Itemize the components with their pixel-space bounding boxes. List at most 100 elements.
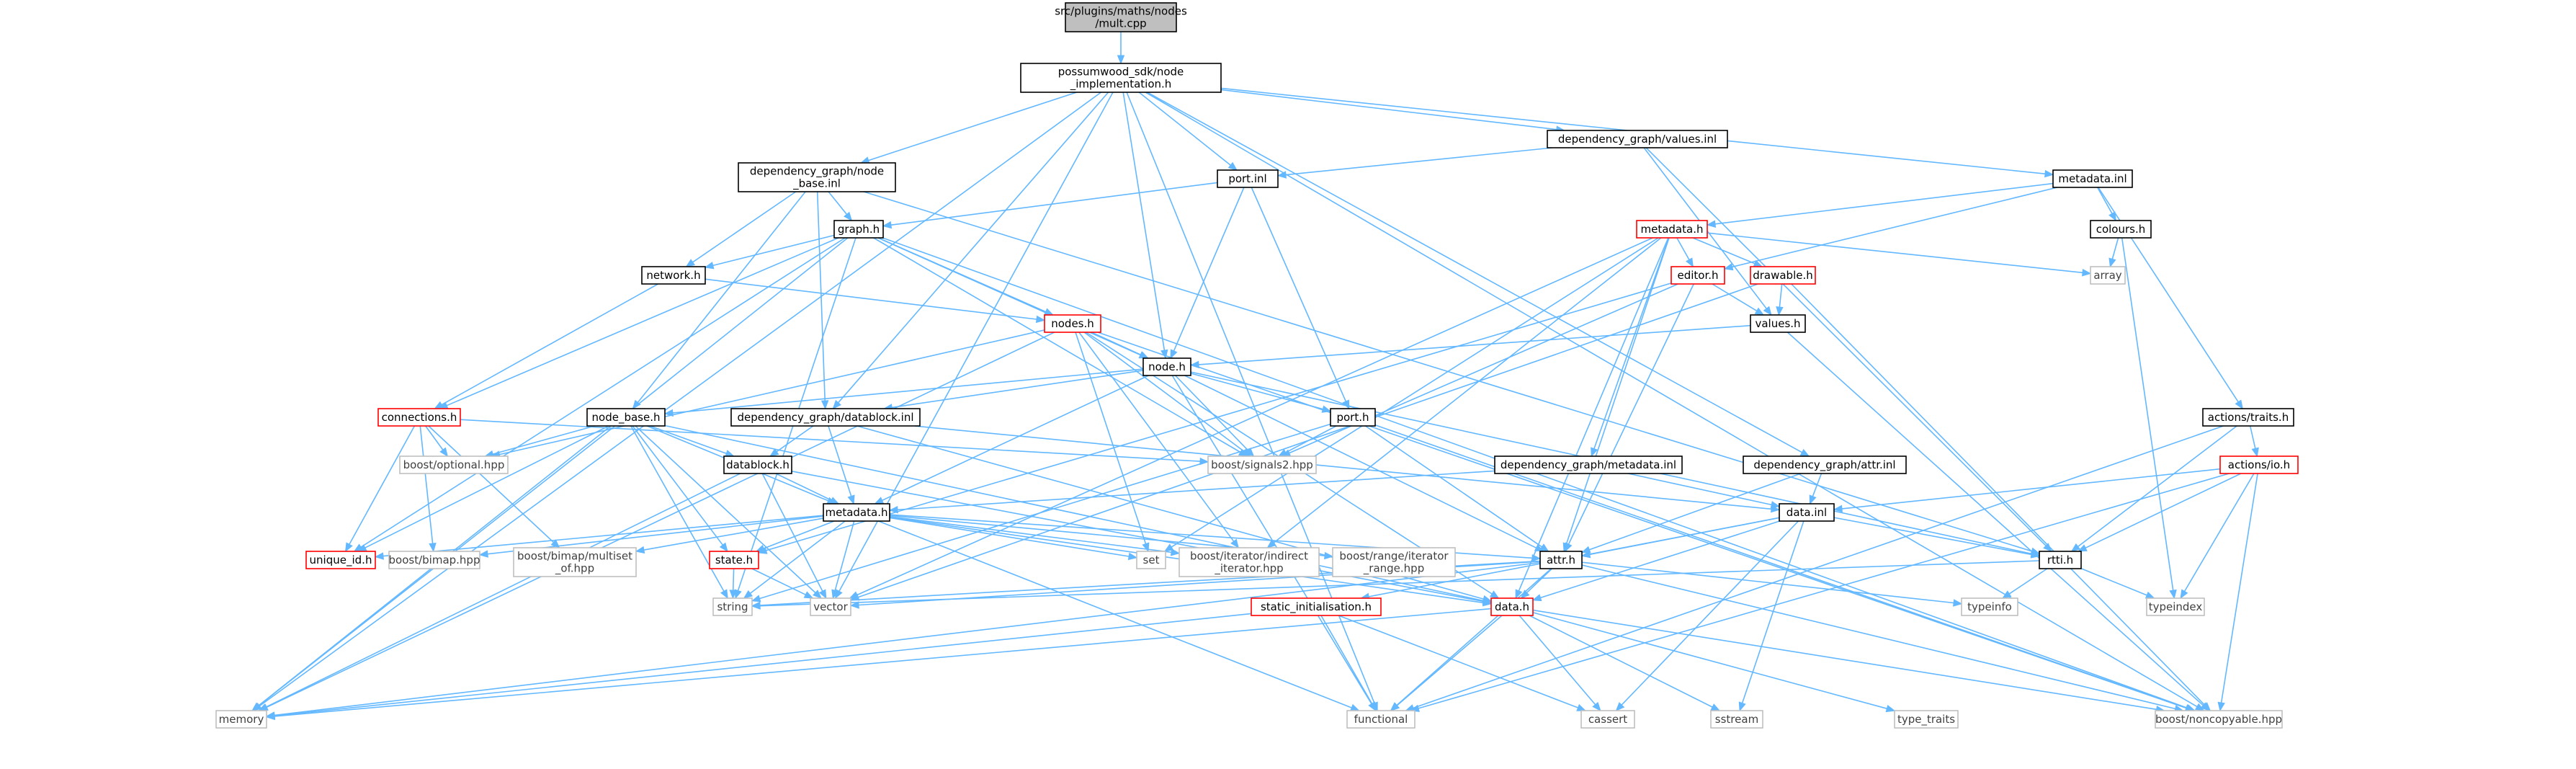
edge-datablock_h-to-data_h [791,471,1493,605]
node-box [1251,597,1382,616]
node-box [2052,169,2133,188]
node-label: actions/traits.h [2208,411,2289,424]
node-datablock-inl[interactable]: dependency_graph/datablock.inl [730,408,921,427]
edge-line [2078,425,2237,548]
edge-line [274,608,1492,717]
edge-arrowhead [2077,544,2088,552]
node-box [833,220,884,239]
node-label: port.inl [1228,172,1266,185]
edge-values_h-to-boost_noncopyable [1786,332,2210,711]
edge-arrowhead [1170,548,1181,556]
edge-editor_h-to-attr_h [1565,283,1694,553]
edge-arrowhead [2217,701,2225,712]
edge-line [750,520,846,594]
edge-possumwood-to-memory [252,92,1102,711]
node-attr-h[interactable]: attr.h [1539,551,1583,569]
edge-arrowhead [832,399,841,409]
edge-metadata_h-to-set [1163,237,1659,552]
edge-rtti_h-to-typeinfo [2001,568,2048,599]
node-nodes-h[interactable]: nodes.h [1044,314,1101,333]
node-colours-h[interactable]: colours.h [2090,220,2152,239]
node-connections-h[interactable]: connections.h [377,408,461,427]
edge-data_h-to-boost_noncopyable [1532,609,2165,714]
edge-line [441,283,658,406]
node-state-h[interactable]: state.h [709,551,759,569]
node-data-inl[interactable]: data.inl [1779,503,1835,522]
edge-node_h-to-port_h [1190,373,1332,413]
node-actions-io[interactable]: actions/io.h [2219,455,2299,474]
edge-line [2183,473,2255,592]
edge-line [1075,332,1147,544]
edge-line [265,473,741,708]
node-editor-h[interactable]: editor.h [1671,266,1725,285]
edge-arrowhead [820,400,829,410]
edge-dg_metadata_inl-to-data_inl [1627,473,1781,509]
edge-line [882,375,1149,502]
edge-attr_h-to-boost_noncopyable [1581,564,2184,713]
node-port-h[interactable]: port.h [1330,408,1376,427]
node-label: values.h [1755,317,1800,330]
node-node-base-h[interactable]: node_base.h [586,408,666,427]
node-label: port.h [1336,411,1369,424]
node-metadata-inl[interactable]: metadata.inl [2052,169,2133,188]
edge-graph_h-to-network_h [704,234,835,270]
edge-datablock_inl-to-datablock_h [769,425,814,457]
node-label: drawable.h [1753,269,1813,282]
edge-static_init-to-functional [1320,615,1377,712]
node-possumwood[interactable]: possumwood_sdk/node_implementation.h [1020,63,1222,93]
edge-rtti_h-to-typeindex [2080,568,2155,599]
edge-line [897,470,1495,511]
edge-line [1365,425,1542,548]
node-label: graph.h [838,223,880,236]
edge-arrowhead [1799,448,1810,457]
node-boost-range: boost/range/iterator_range.hpp [1332,547,1456,577]
node-graph-h[interactable]: graph.h [833,220,884,239]
edge-arrowhead [829,497,840,504]
edge-arrowhead [1710,703,1721,711]
edge-data_h-to-sstream [1529,615,1721,711]
node-label: dependency_graph/values.inl [1558,133,1717,146]
node-rtti-h[interactable]: rtti.h [2039,551,2082,569]
edge-actions_traits-to-rtti_h [2070,425,2237,552]
edge-line [1741,520,1804,703]
edge-nodes_h-to-boost_noncopyable [1097,332,2195,712]
node-port-inl[interactable]: port.inl [1217,169,1279,188]
edge-connections_h-to-boost_multiset [428,425,560,548]
edge-arrowhead [704,262,715,270]
edge-line [650,425,727,455]
edge-line [365,425,609,548]
edge-line [2121,237,2174,591]
node-network-h[interactable]: network.h [641,266,706,285]
node-actions-traits[interactable]: actions/traits.h [2202,408,2294,427]
node-label: set [1143,554,1160,566]
edge-metadata_h-to-attr_h [1562,237,1670,553]
node-unique-id[interactable]: unique_id.h [305,551,376,569]
node-label: /mult.cpp [1095,17,1146,30]
edge-arrowhead [2145,591,2155,599]
node-dg-metadata-inl[interactable]: dependency_graph/metadata.inl [1494,455,1683,474]
node-mult[interactable]: src/plugins/maths/nodes/mult.cpp [1055,2,1187,32]
node-values-inl[interactable]: dependency_graph/values.inl [1547,130,1728,148]
edge-actions_io-to-rtti_h [2077,473,2242,552]
node-label: sstream [1715,713,1758,726]
edge-port_h-to-attr_h [1365,425,1549,552]
node-metadata-h[interactable]: metadata.h [1636,220,1708,239]
edge-line [446,237,839,406]
edge-line [1320,615,1373,704]
node-datablock-h[interactable]: datablock.h [723,455,792,474]
node-label: dependency_graph/metadata.inl [1501,458,1676,472]
node-nodebase-inl[interactable]: dependency_graph/node_base.inl [738,162,896,192]
edge-arrowhead [1349,703,1360,711]
edge-metadata_inl-to-editor_h [1723,187,2058,271]
node-metadata-h2[interactable]: metadata.h [823,503,890,522]
node-values-h[interactable]: values.h [1750,314,1806,333]
node-node-h[interactable]: node.h [1142,357,1191,376]
edge-arrowhead [265,712,275,721]
node-data-h[interactable]: data.h [1490,597,1534,616]
edge-data_inl-to-attr_h [1580,517,1780,559]
node-drawable-h[interactable]: drawable.h [1750,266,1816,285]
node-box [730,408,921,427]
edge-node_h-to-boost_signals2 [1175,375,1255,457]
node-static-init[interactable]: static_initialisation.h [1251,597,1382,616]
node-dg-attr-inl[interactable]: dependency_graph/attr.inl [1743,455,1907,474]
